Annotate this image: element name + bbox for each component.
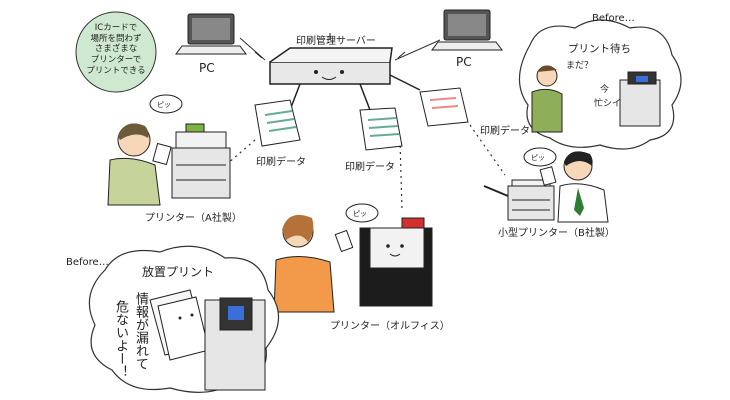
abandoned-print-title: 放置プリント — [142, 265, 215, 279]
printer-office-label: プリンター（オルフィス） — [330, 321, 450, 332]
ic-note-line: 場所を問わず — [90, 33, 142, 44]
link-server-pc-right — [394, 39, 441, 61]
before-bottom-tag: Before… — [66, 257, 109, 268]
printer-office-icon — [359, 217, 433, 307]
ic-card-note-bubble — [75, 11, 157, 93]
leak-warning-col1: 情報が漏れて — [132, 292, 148, 370]
beep-bubble-b — [523, 147, 557, 167]
data-sheet-right — [419, 87, 469, 127]
ic-note-line: ICカードで — [94, 23, 138, 33]
man-right-figure — [539, 151, 609, 223]
data-sheet-center — [359, 107, 403, 151]
leak-warning-col2: 危ないよー！ — [112, 300, 128, 378]
beep-text-office: ピッ — [353, 210, 367, 218]
ic-card-note: ICカードで 場所を問わず さまざまな プリンターで プリントできる — [80, 23, 152, 76]
beep-bubble-a — [149, 94, 183, 114]
ic-note-line: さまざまな — [94, 44, 138, 55]
print-data-label-center: 印刷データ — [345, 162, 395, 173]
server-icon — [254, 33, 421, 111]
printer-a-label: プリンター（A社製） — [145, 213, 242, 224]
path-to-printer-office — [399, 139, 403, 211]
data-sheet-left — [254, 99, 301, 147]
pc-right-icon — [431, 9, 503, 51]
printer-b-label: 小型プリンター（B社製） — [498, 228, 615, 239]
beep-bubble-office — [345, 203, 379, 223]
waiting-text: プリント待ち — [568, 43, 631, 55]
beep-text-a: ピッ — [157, 101, 171, 109]
before-bottom-cloud — [88, 245, 280, 393]
pc-left-label: PC — [199, 61, 215, 75]
print-data-label-right: 印刷データ — [480, 126, 530, 137]
pc-right-label: PC — [456, 55, 472, 69]
printer-a-icon — [171, 123, 231, 199]
link-server-pc-left — [239, 37, 266, 61]
beep-text-b: ピッ — [531, 154, 545, 162]
busy-text-now: 今 — [600, 85, 610, 95]
print-data-label-left: 印刷データ — [256, 157, 306, 168]
path-to-printer-a — [219, 139, 256, 171]
printer-b-icon — [483, 179, 555, 221]
ic-note-line: プリンターで — [90, 54, 142, 65]
server-label: 印刷管理サーバー — [296, 36, 376, 47]
mada-text: まだ？ — [566, 61, 594, 71]
before-top-cloud — [518, 19, 682, 150]
ic-note-line: プリントできる — [86, 65, 146, 76]
before-top-tag: Before… — [592, 13, 635, 24]
path-to-printer-b — [469, 124, 506, 176]
pc-left-icon — [175, 13, 247, 55]
busy-text-busy: 忙シイ — [594, 99, 622, 109]
man-left-figure — [107, 123, 172, 206]
woman-figure — [273, 214, 354, 313]
